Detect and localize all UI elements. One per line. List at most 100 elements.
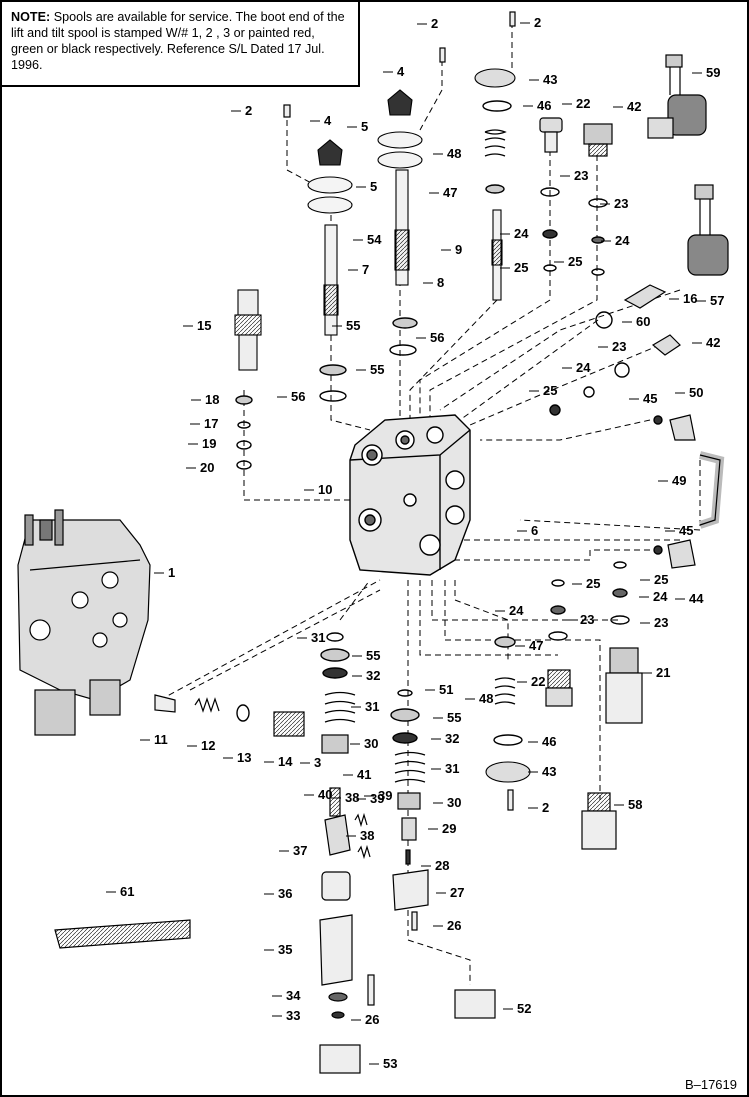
callout-24: 24 bbox=[576, 360, 591, 375]
callout-2: 2 bbox=[431, 16, 438, 31]
part-8-spool bbox=[394, 169, 410, 286]
part-1-valve-assembly bbox=[17, 509, 151, 736]
callout-23: 23 bbox=[574, 168, 588, 183]
solenoids bbox=[647, 54, 729, 276]
callout-55: 55 bbox=[346, 318, 360, 333]
callout-24: 24 bbox=[615, 233, 630, 248]
callout-2: 2 bbox=[534, 15, 541, 30]
callout-40: 40 bbox=[318, 787, 332, 802]
callout-47: 47 bbox=[443, 185, 457, 200]
callout-51: 51 bbox=[439, 682, 453, 697]
callout-1: 1 bbox=[168, 565, 175, 580]
callout-45: 45 bbox=[643, 391, 657, 406]
callout-38: 38 bbox=[345, 790, 359, 805]
callout-37: 37 bbox=[293, 843, 307, 858]
callout-11: 11 bbox=[154, 732, 168, 747]
lower-components bbox=[54, 11, 516, 1074]
callout-25: 25 bbox=[654, 572, 668, 587]
callout-25: 25 bbox=[586, 576, 600, 591]
callout-26: 26 bbox=[447, 918, 461, 933]
callout-14: 14 bbox=[278, 754, 293, 769]
callout-23: 23 bbox=[612, 339, 626, 354]
callout-6: 6 bbox=[531, 523, 538, 538]
callout-27: 27 bbox=[450, 885, 464, 900]
callout-32: 32 bbox=[366, 668, 380, 683]
callout-56: 56 bbox=[291, 389, 305, 404]
callout-7: 7 bbox=[362, 262, 369, 277]
callout-10: 10 bbox=[318, 482, 332, 497]
callout-9: 9 bbox=[455, 242, 462, 257]
callout-55: 55 bbox=[366, 648, 380, 663]
callout-36: 36 bbox=[278, 886, 292, 901]
callout-22: 22 bbox=[531, 674, 545, 689]
part-5-plates bbox=[307, 131, 423, 214]
callout-2: 2 bbox=[542, 800, 549, 815]
callout-59: 59 bbox=[706, 65, 720, 80]
callout-39: 39 bbox=[378, 788, 392, 803]
callout-17: 17 bbox=[204, 416, 218, 431]
callout-31: 31 bbox=[311, 630, 325, 645]
part-10-valve-body bbox=[349, 414, 471, 576]
callout-39: 39 bbox=[370, 791, 384, 806]
callout-43: 43 bbox=[542, 764, 556, 779]
callout-31: 31 bbox=[445, 761, 459, 776]
note-text: Spools are available for service. The bo… bbox=[11, 10, 345, 72]
callout-49: 49 bbox=[672, 473, 686, 488]
callout-46: 46 bbox=[537, 98, 551, 113]
callout-24: 24 bbox=[653, 589, 668, 604]
callout-42: 42 bbox=[706, 335, 720, 350]
callout-8: 8 bbox=[437, 275, 444, 290]
callout-44: 44 bbox=[689, 591, 704, 606]
springs bbox=[324, 129, 516, 783]
callout-55: 55 bbox=[370, 362, 384, 377]
callout-24: 24 bbox=[509, 603, 524, 618]
callout-54: 54 bbox=[367, 232, 382, 247]
seals-and-washers bbox=[235, 100, 663, 746]
callout-15: 15 bbox=[197, 318, 211, 333]
part-43-caps bbox=[474, 68, 531, 783]
callout-18: 18 bbox=[205, 392, 219, 407]
plugs-and-fittings bbox=[154, 117, 725, 850]
callout-5: 5 bbox=[370, 179, 377, 194]
figure-id: B–17619 bbox=[684, 1077, 737, 1092]
callout-48: 48 bbox=[447, 146, 461, 161]
callout-13: 13 bbox=[237, 750, 251, 765]
callout-23: 23 bbox=[614, 196, 628, 211]
callout-48: 48 bbox=[479, 691, 493, 706]
part-4-boots bbox=[317, 89, 413, 166]
callout-26: 26 bbox=[365, 1012, 379, 1027]
callout-58: 58 bbox=[628, 797, 642, 812]
callout-22: 22 bbox=[576, 96, 590, 111]
callout-47: 47 bbox=[529, 638, 543, 653]
note-label: NOTE: bbox=[11, 10, 51, 24]
part-7-spool bbox=[323, 224, 339, 336]
callout-12: 12 bbox=[201, 738, 215, 753]
callout-19: 19 bbox=[202, 436, 216, 451]
callout-57: 57 bbox=[710, 293, 724, 308]
callout-16: 16 bbox=[683, 291, 697, 306]
assembly-lines bbox=[159, 22, 701, 990]
part-15-relief-valve bbox=[234, 289, 262, 371]
callout-28: 28 bbox=[435, 858, 449, 873]
callout-42: 42 bbox=[627, 99, 641, 114]
callout-25: 25 bbox=[514, 260, 528, 275]
callout-30: 30 bbox=[364, 736, 378, 751]
callout-52: 52 bbox=[517, 1001, 531, 1016]
callout-35: 35 bbox=[278, 942, 292, 957]
callout-34: 34 bbox=[286, 988, 301, 1003]
callout-4: 4 bbox=[324, 113, 332, 128]
callout-45: 45 bbox=[679, 523, 693, 538]
callout-21: 21 bbox=[656, 665, 670, 680]
callout-56: 56 bbox=[430, 330, 444, 345]
callout-61: 61 bbox=[120, 884, 134, 899]
callout-4: 4 bbox=[397, 64, 405, 79]
part-9-spool bbox=[491, 209, 503, 301]
callout-43: 43 bbox=[543, 72, 557, 87]
callout-31: 31 bbox=[365, 699, 379, 714]
callout-29: 29 bbox=[442, 821, 456, 836]
callout-41: 41 bbox=[357, 767, 371, 782]
callout-23: 23 bbox=[580, 612, 594, 627]
